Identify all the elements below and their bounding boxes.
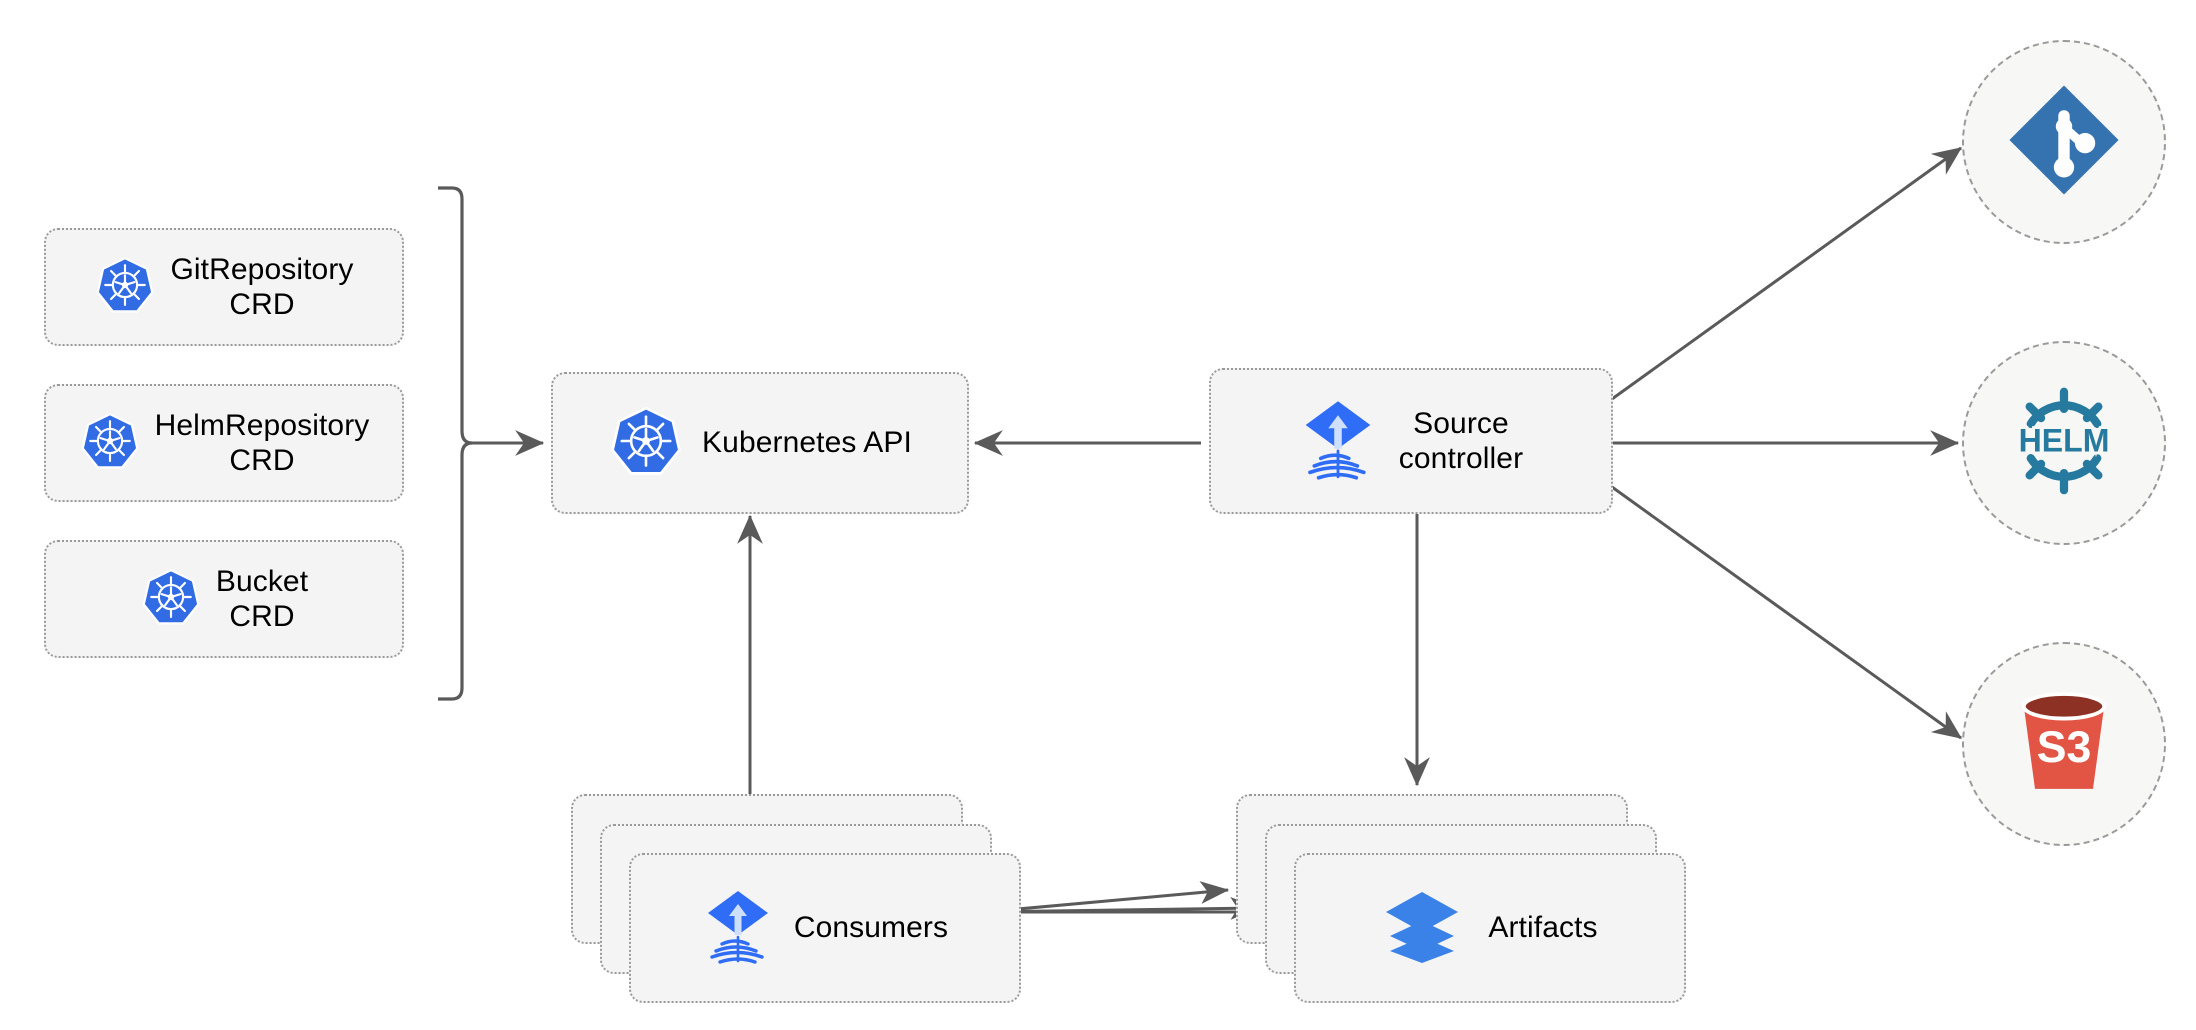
edge-source-to-s3 — [1611, 485, 1962, 740]
node-kubernetes-api[interactable]: Kubernetes API — [551, 372, 969, 514]
node-label: Source controller — [1398, 406, 1524, 475]
s3-wordmark: S3 — [2037, 723, 2092, 772]
flux-icon — [1299, 397, 1377, 486]
node-source-controller[interactable]: Source controller — [1209, 368, 1613, 514]
kubernetes-icon — [79, 410, 141, 477]
edge-source-to-git — [1611, 146, 1962, 401]
kubernetes-icon — [140, 566, 202, 633]
edge-consumers-to-artifacts-mid — [984, 897, 1260, 920]
git-icon — [2002, 78, 2126, 207]
node-bucket-crd[interactable]: Bucket CRD — [44, 540, 404, 658]
s3-icon: S3 — [2008, 684, 2120, 805]
node-label: Kubernetes API — [702, 426, 912, 460]
node-consumers[interactable]: Consumers — [629, 853, 1021, 1003]
node-helmrepository-crd[interactable]: HelmRepository CRD — [44, 384, 404, 502]
helm-wordmark: HELM — [2019, 422, 2110, 458]
node-label: GitRepository CRD — [170, 252, 354, 321]
external-helm[interactable]: HELM — [1962, 341, 2166, 545]
node-artifacts[interactable]: Artifacts — [1294, 853, 1686, 1003]
external-s3[interactable]: S3 — [1962, 642, 2166, 846]
node-label: Artifacts — [1488, 911, 1598, 945]
kubernetes-icon — [608, 403, 684, 484]
flux-icon — [702, 886, 774, 971]
layers-icon — [1382, 888, 1462, 969]
kubernetes-icon — [94, 254, 156, 321]
node-label: HelmRepository CRD — [154, 408, 370, 477]
edge-consumers-to-artifacts-top — [984, 881, 1230, 914]
crd-bracket — [438, 186, 473, 701]
node-label: Bucket CRD — [215, 564, 309, 633]
node-label: Consumers — [793, 911, 949, 945]
external-git[interactable] — [1962, 40, 2166, 244]
helm-icon: HELM — [2001, 378, 2127, 509]
node-gitrepository-crd[interactable]: GitRepository CRD — [44, 228, 404, 346]
